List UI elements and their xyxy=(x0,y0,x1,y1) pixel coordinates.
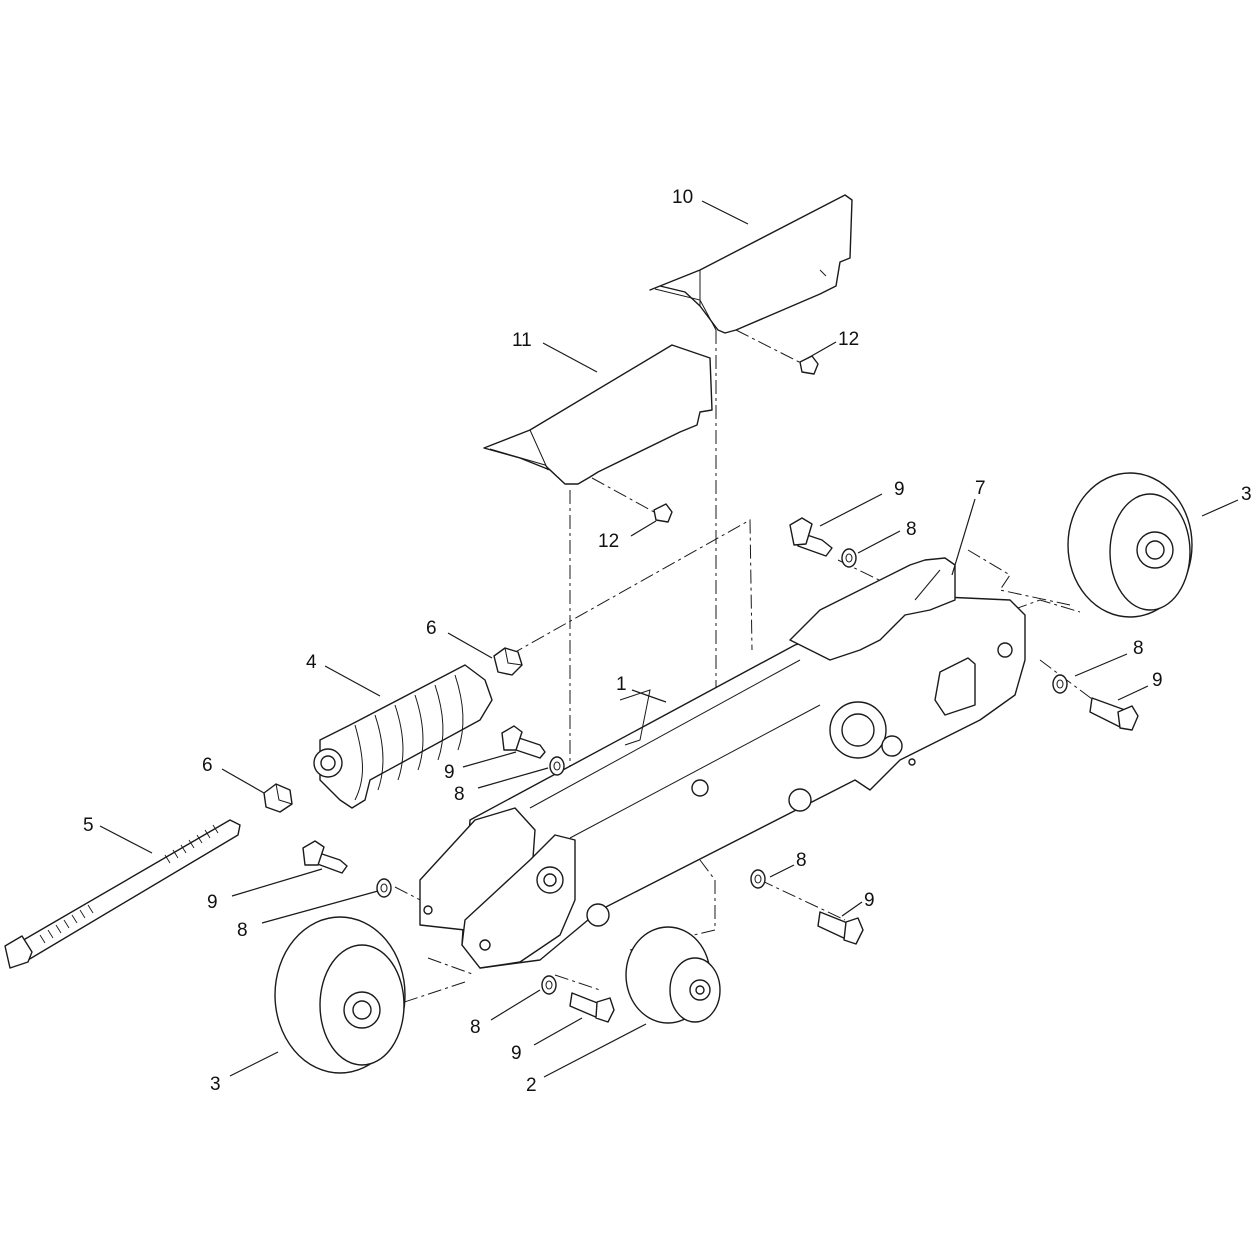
bolt-f xyxy=(569,992,615,1023)
callout-8-bottom: 8 xyxy=(470,1017,481,1038)
frame-part-1 xyxy=(419,594,1026,969)
bolt-e xyxy=(817,911,864,945)
cover-part-10 xyxy=(649,194,853,334)
callout-labels: 10 11 12 12 9 8 7 3 6 4 1 8 9 9 8 6 5 9 … xyxy=(83,187,1252,1096)
callout-11: 11 xyxy=(512,330,532,351)
spring-assembly-part-4 xyxy=(313,664,493,809)
callout-10: 10 xyxy=(672,187,693,208)
callout-12-lower: 12 xyxy=(598,531,619,552)
callout-1: 1 xyxy=(616,674,627,695)
callout-8-right: 8 xyxy=(1133,638,1144,659)
callout-9-top: 9 xyxy=(894,479,905,500)
nut-part-6-lower xyxy=(263,783,293,813)
callout-12-upper: 12 xyxy=(838,329,859,350)
bolt-d xyxy=(1089,697,1139,731)
callout-leaders xyxy=(99,200,1239,1078)
callout-8-top: 8 xyxy=(906,519,917,540)
callout-6-lower: 6 xyxy=(202,755,213,776)
wheel-part-3-right xyxy=(1067,472,1193,618)
bracket-part-7 xyxy=(789,557,956,661)
roller-part-2 xyxy=(625,926,721,1024)
wheel-part-3-left xyxy=(274,916,406,1074)
bolt-a xyxy=(789,517,833,557)
callout-8-mid: 8 xyxy=(454,784,465,805)
washers-part-8 xyxy=(376,548,1068,995)
bolts-part-9 xyxy=(302,517,1139,1023)
callout-8-lower-right: 8 xyxy=(796,850,807,871)
callout-5: 5 xyxy=(83,815,94,836)
callout-9-right: 9 xyxy=(1152,670,1163,691)
cover-part-11 xyxy=(483,344,713,485)
nut-part-6-upper xyxy=(493,647,523,676)
callout-4: 4 xyxy=(306,652,317,673)
callout-8-left: 8 xyxy=(237,920,248,941)
bolt-c xyxy=(302,840,348,874)
callout-7: 7 xyxy=(975,478,986,499)
callout-2: 2 xyxy=(526,1075,537,1096)
callout-9-bottom: 9 xyxy=(511,1043,522,1064)
callout-9-mid: 9 xyxy=(444,762,455,783)
bolts-part-12 xyxy=(653,355,819,523)
callout-9-left: 9 xyxy=(207,892,218,913)
callout-3-right: 3 xyxy=(1241,484,1252,505)
rod-part-5 xyxy=(4,819,241,969)
bolt-b xyxy=(501,725,546,759)
callout-3-left: 3 xyxy=(210,1074,221,1095)
callout-6-upper: 6 xyxy=(426,618,437,639)
callout-9-lower-right: 9 xyxy=(864,890,875,911)
